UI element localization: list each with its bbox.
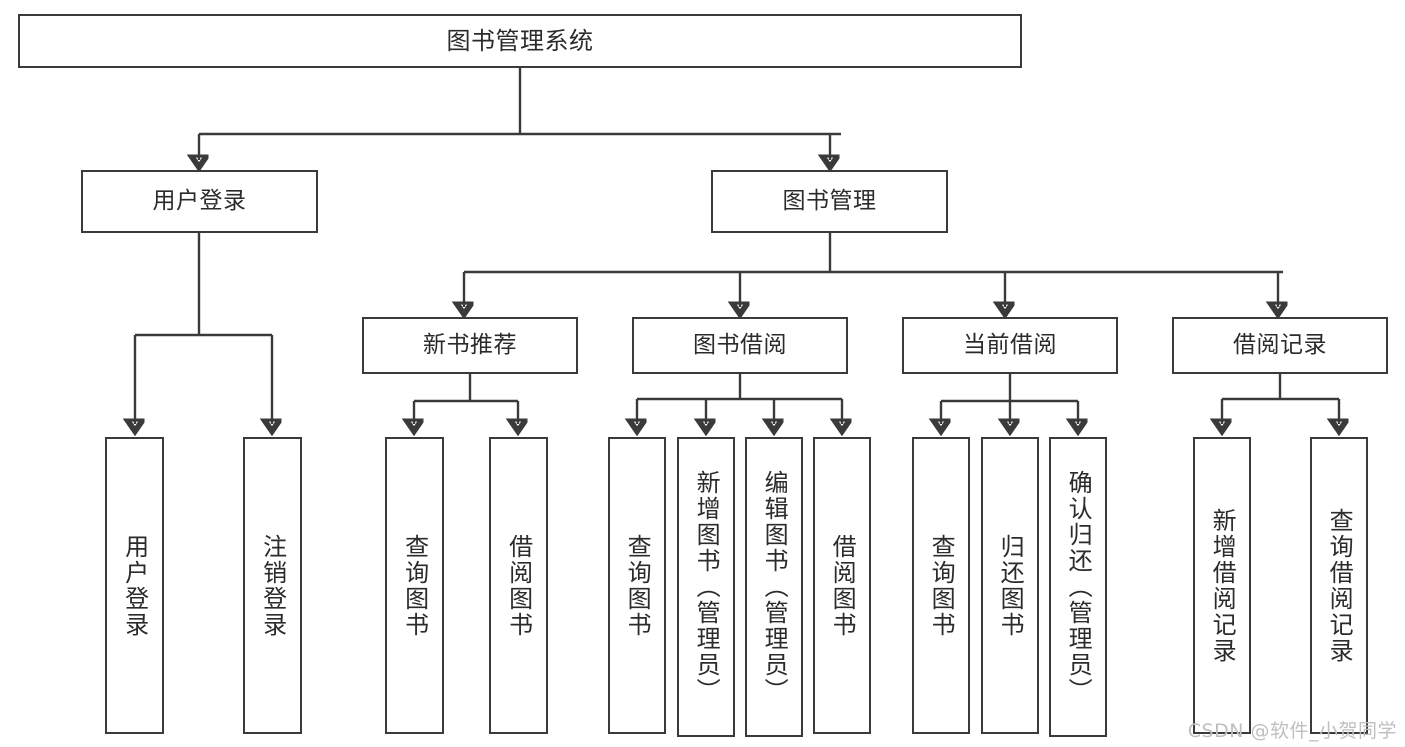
leaf-label: 确认归还（管理员） xyxy=(1064,470,1093,704)
leaf-return-book[interactable]: 归还图书 xyxy=(981,437,1039,734)
leaf-query-book-current[interactable]: 查询图书 xyxy=(912,437,970,734)
leaf-user-login[interactable]: 用户登录 xyxy=(105,437,164,734)
leaf-confirm-return[interactable]: 确认归还（管理员） xyxy=(1049,437,1107,737)
leaf-logout-login[interactable]: 注销登录 xyxy=(243,437,302,734)
leaf-label: 查询图书 xyxy=(623,533,652,638)
leaf-borrow-book-borrow[interactable]: 借阅图书 xyxy=(813,437,871,734)
leaf-label: 新增借阅记录 xyxy=(1208,507,1237,664)
leaf-add-record[interactable]: 新增借阅记录 xyxy=(1193,437,1251,734)
leaf-edit-book[interactable]: 编辑图书（管理员） xyxy=(745,437,803,737)
node-user-login[interactable]: 用户登录 xyxy=(81,170,318,233)
leaf-label: 借阅图书 xyxy=(828,533,857,638)
leaf-query-record[interactable]: 查询借阅记录 xyxy=(1310,437,1368,734)
leaf-label: 查询图书 xyxy=(927,533,956,638)
leaf-label: 新增图书（管理员） xyxy=(692,470,721,704)
leaf-label: 查询借阅记录 xyxy=(1325,507,1354,664)
leaf-label: 查询图书 xyxy=(400,533,429,638)
leaf-query-book-recommend[interactable]: 查询图书 xyxy=(385,437,444,734)
node-book-borrow[interactable]: 图书借阅 xyxy=(632,317,848,374)
leaf-label: 用户登录 xyxy=(120,533,149,638)
node-book-management[interactable]: 图书管理 xyxy=(711,170,948,233)
node-root-system[interactable]: 图书管理系统 xyxy=(18,14,1022,68)
node-current-borrow[interactable]: 当前借阅 xyxy=(902,317,1118,374)
leaf-label: 编辑图书（管理员） xyxy=(760,470,789,704)
leaf-label: 借阅图书 xyxy=(504,533,533,638)
leaf-label: 归还图书 xyxy=(996,533,1025,638)
leaf-label: 注销登录 xyxy=(258,533,287,638)
node-new-book-recommend[interactable]: 新书推荐 xyxy=(362,317,578,374)
leaf-borrow-book-recommend[interactable]: 借阅图书 xyxy=(489,437,548,734)
node-borrow-record[interactable]: 借阅记录 xyxy=(1172,317,1388,374)
csdn-watermark: CSDN @软件_小贺同学 xyxy=(1187,720,1397,742)
leaf-add-book[interactable]: 新增图书（管理员） xyxy=(677,437,735,737)
leaf-query-book-borrow[interactable]: 查询图书 xyxy=(608,437,666,734)
